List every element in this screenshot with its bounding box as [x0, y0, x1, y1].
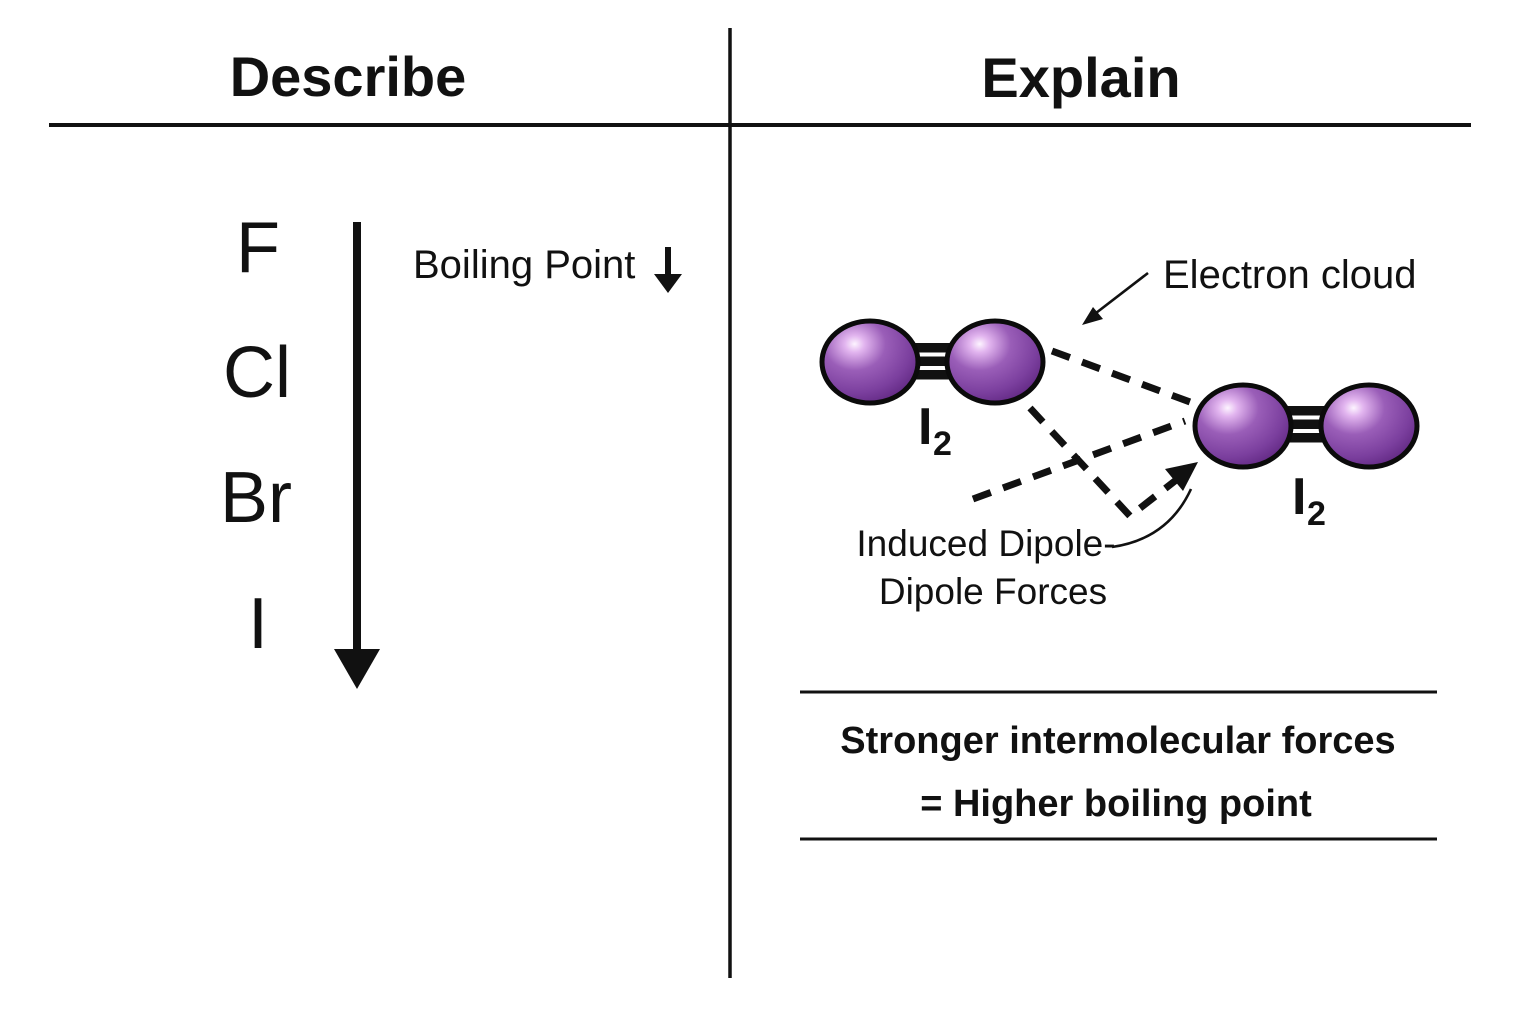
molecule-1-formula: I	[918, 398, 932, 456]
down-arrow-icon	[654, 247, 682, 293]
describe-heading: Describe	[230, 45, 467, 108]
electron-cloud-label: Electron cloud	[1163, 253, 1416, 297]
explain-heading: Explain	[981, 46, 1180, 109]
molecule-1-formula-subscript: 2	[933, 425, 952, 463]
pointer-arrowhead-icon	[1082, 307, 1103, 325]
iodine-atom	[1318, 382, 1420, 470]
conclusion-line2: = Higher boiling point	[920, 783, 1312, 825]
molecule-2-formula: I	[1292, 468, 1306, 526]
electron-cloud-pointer	[1082, 271, 1149, 325]
conclusion-line1: Stronger intermolecular forces	[840, 720, 1395, 762]
boiling-point-label: Boiling Point	[413, 243, 635, 287]
molecule-i2-1: I 2	[819, 318, 1046, 463]
dashed-arrowhead-icon	[1165, 462, 1198, 491]
dipole-interaction-lines	[971, 347, 1198, 521]
boiling-point-trend-arrow	[334, 222, 380, 689]
element-symbol-cl: Cl	[223, 333, 291, 413]
arrowhead-down-icon	[334, 649, 380, 689]
forces-label-line1: Induced Dipole-	[856, 523, 1115, 564]
molecule-2-formula-subscript: 2	[1307, 495, 1326, 533]
element-symbol-f: F	[236, 208, 280, 288]
element-symbol-i: I	[248, 584, 268, 664]
triple-bond-1	[903, 343, 962, 380]
element-symbol-br: Br	[220, 458, 292, 538]
forces-label-pointer	[1111, 488, 1193, 549]
forces-label-line2: Dipole Forces	[879, 571, 1107, 612]
triple-bond-2	[1276, 406, 1336, 443]
iodine-atom	[1192, 382, 1294, 470]
molecule-i2-2: I 2	[1192, 382, 1420, 533]
iodine-atom	[944, 318, 1046, 406]
iodine-atom	[819, 318, 921, 406]
